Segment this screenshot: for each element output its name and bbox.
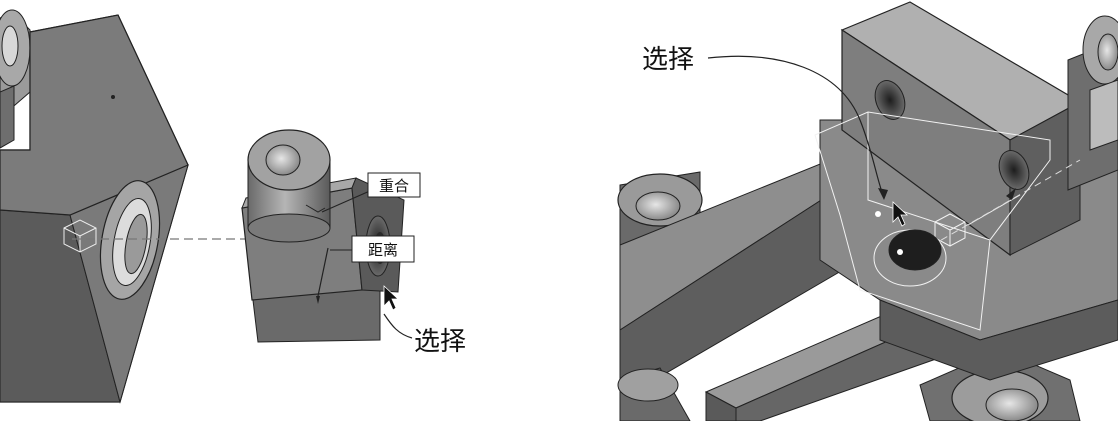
distance-tag-label: 距离: [368, 241, 398, 259]
select-callout-leader: [383, 313, 413, 339]
right-view: 选择: [617, 1, 1118, 421]
left-view: 重合 距离 选择: [0, 9, 466, 404]
select-callout-label: 选择: [414, 327, 466, 357]
right-alignment-axis: [909, 159, 1081, 259]
bottom-left-boss: [617, 367, 691, 421]
selected-hole: [888, 229, 942, 271]
select-callout-leader: [707, 55, 883, 193]
select-callout-label: 选择: [642, 45, 694, 75]
corner-boss-part: [0, 9, 31, 149]
upright-wall: [840, 1, 1082, 257]
cursor-arrow-icon: [892, 201, 909, 227]
cursor-arrow-icon: [383, 285, 400, 311]
coincident-tag-label: 重合: [379, 177, 409, 195]
top-right-boss: [1067, 15, 1118, 191]
distance-tag: 距离: [330, 235, 415, 263]
large-base-block: [0, 14, 189, 404]
coincident-tag: 重合: [321, 172, 421, 213]
